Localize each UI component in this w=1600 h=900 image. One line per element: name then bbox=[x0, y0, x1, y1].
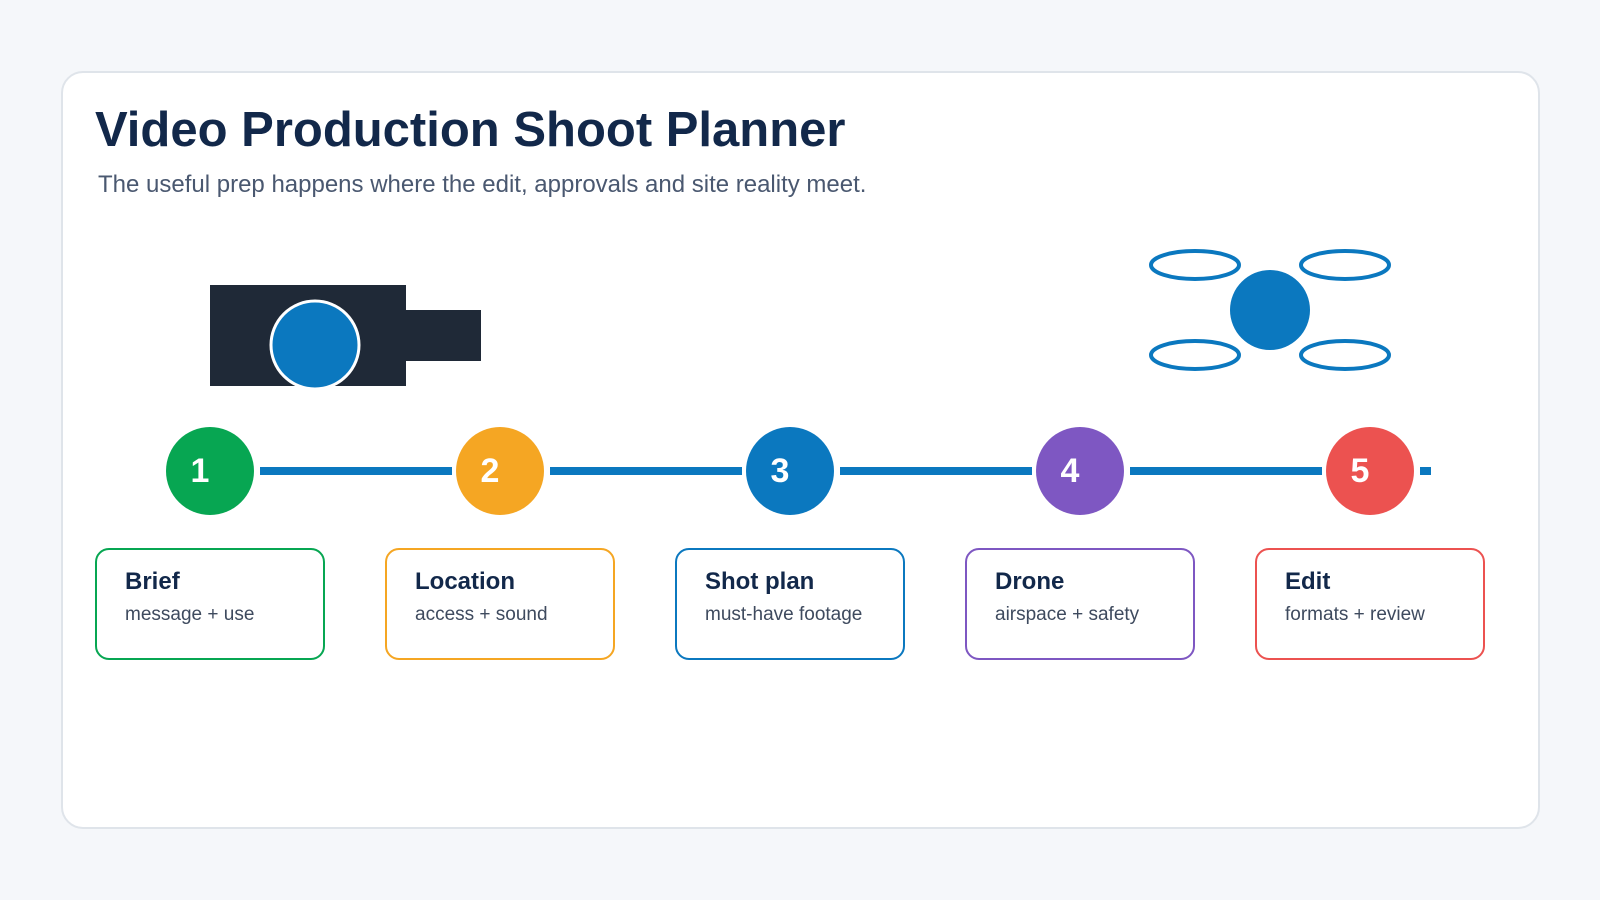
step-card-brief: Brief message + use bbox=[95, 548, 325, 660]
step-number: 3 bbox=[771, 452, 790, 490]
step-subtitle: formats + review bbox=[1285, 604, 1425, 625]
step-node-circle bbox=[166, 427, 254, 515]
step-subtitle: airspace + safety bbox=[995, 604, 1140, 625]
step-title: Location bbox=[415, 568, 515, 595]
drone-icon bbox=[1149, 249, 1391, 371]
step-node-circle bbox=[746, 427, 834, 515]
step-subtitle: must-have footage bbox=[705, 604, 863, 625]
step-node-2: 2 bbox=[456, 427, 544, 515]
step-node-5: 5 bbox=[1326, 427, 1414, 515]
step-node-1: 1 bbox=[166, 427, 254, 515]
step-title: Drone bbox=[995, 568, 1065, 595]
step-node-circle bbox=[456, 427, 544, 515]
step-number: 5 bbox=[1351, 452, 1370, 490]
step-title: Brief bbox=[125, 568, 180, 595]
step-node-circle bbox=[1036, 427, 1124, 515]
page-subtitle: The useful prep happens where the edit, … bbox=[98, 171, 867, 198]
step-node-circle bbox=[1326, 427, 1414, 515]
step-number: 4 bbox=[1061, 452, 1080, 490]
step-card-shot-plan: Shot plan must-have footage bbox=[675, 548, 905, 660]
step-subtitle: access + sound bbox=[415, 604, 548, 625]
step-number: 1 bbox=[191, 452, 210, 490]
camera-viewfinder bbox=[404, 310, 481, 361]
drone-rotor-top-left bbox=[1149, 249, 1241, 281]
step-node-4: 4 bbox=[1036, 427, 1124, 515]
step-card-drone: Drone airspace + safety bbox=[965, 548, 1195, 660]
camera-icon bbox=[210, 285, 481, 391]
step-number: 2 bbox=[481, 452, 500, 490]
step-node-3: 3 bbox=[746, 427, 834, 515]
step-card-edit: Edit formats + review bbox=[1255, 548, 1485, 660]
drone-body bbox=[1230, 270, 1310, 350]
page-title: Video Production Shoot Planner bbox=[95, 103, 846, 157]
drone-rotor-bottom-right bbox=[1299, 339, 1391, 371]
drone-rotor-top-right bbox=[1299, 249, 1391, 281]
step-card-location: Location access + sound bbox=[385, 548, 615, 660]
step-title: Shot plan bbox=[705, 568, 815, 595]
drone-rotor-bottom-left bbox=[1149, 339, 1241, 371]
camera-lens bbox=[269, 299, 361, 391]
step-title: Edit bbox=[1285, 568, 1331, 595]
step-subtitle: message + use bbox=[125, 604, 255, 625]
